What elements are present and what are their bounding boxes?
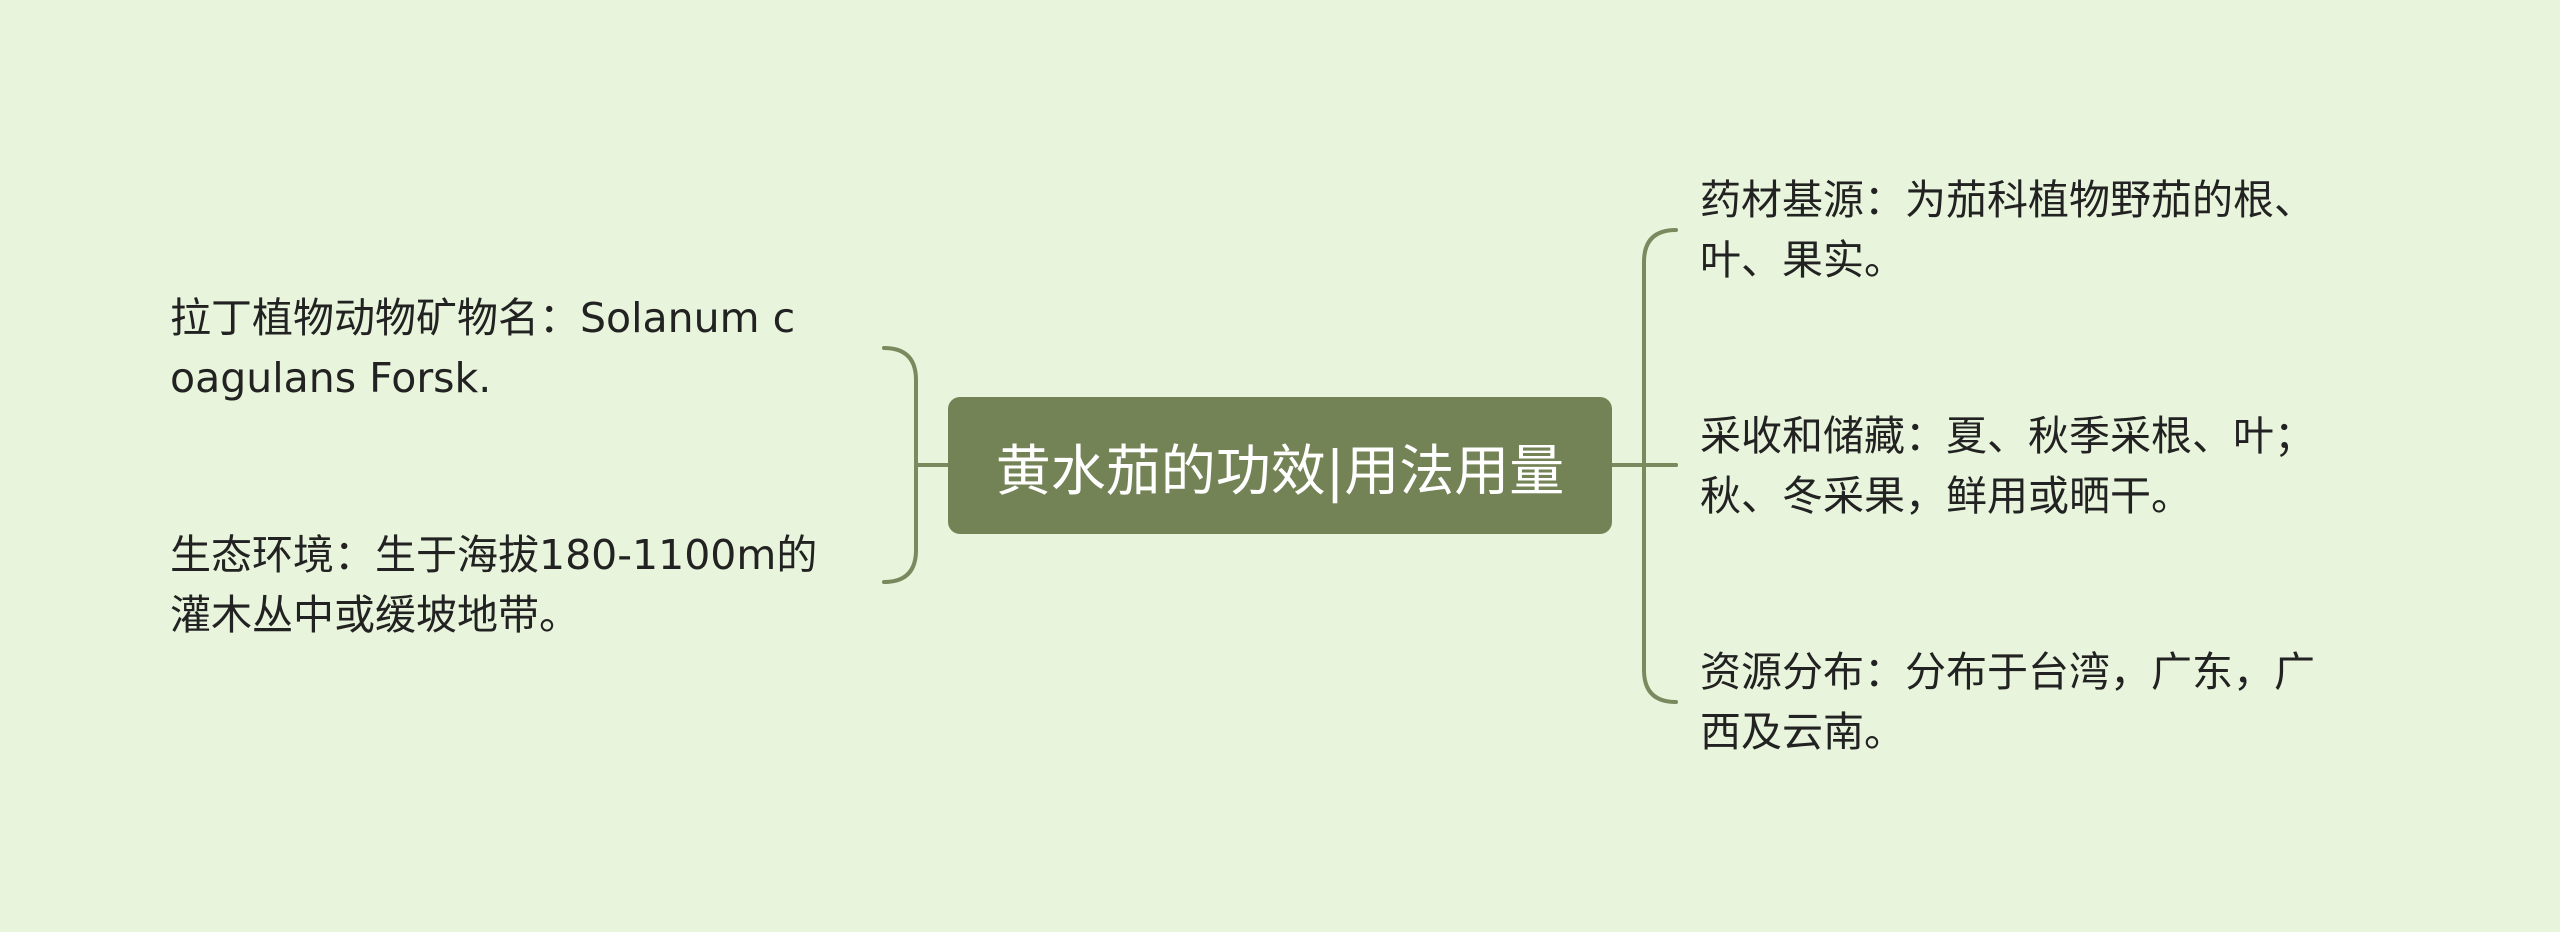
left-node-latin-name-line-2: oagulans Forsk. [170,354,492,402]
left-node-latin-name[interactable]: 拉丁植物动物矿物名：Solanum c oagulans Forsk. [170,288,890,408]
right-node-distribution[interactable]: 资源分布：分布于台湾，广东，广 西及云南。 [1700,642,2420,762]
left-node-habitat[interactable]: 生态环境：生于海拔180-1100m的 灌木丛中或缓坡地带。 [170,525,890,645]
right-node-source[interactable]: 药材基源：为茄科植物野茄的根、 叶、果实。 [1700,170,2420,290]
right-node-distribution-line-1: 资源分布：分布于台湾，广东，广 [1700,648,2315,696]
left-connector-bracket [882,346,918,584]
right-node-source-line-2: 叶、果实。 [1700,236,1905,284]
left-node-latin-name-line-1: 拉丁植物动物矿物名：Solanum c [170,294,796,342]
left-node-habitat-line-1: 生态环境：生于海拔180-1100m的 [170,531,818,579]
right-node-harvest-storage-line-2: 秋、冬采果，鲜用或晒干。 [1700,472,2192,520]
left-node-habitat-line-2: 灌木丛中或缓坡地带。 [170,591,580,639]
right-node-harvest-storage[interactable]: 采收和储藏：夏、秋季采根、叶； 秋、冬采果，鲜用或晒干。 [1700,406,2420,526]
right-node-source-line-1: 药材基源：为茄科植物野茄的根、 [1700,176,2315,224]
center-topic-title: 黄水茄的功效|用法用量 [995,438,1565,503]
right-node-harvest-storage-line-1: 采收和储藏：夏、秋季采根、叶； [1700,412,2315,460]
center-topic-node[interactable]: 黄水茄的功效|用法用量 [948,397,1612,534]
right-node-distribution-line-2: 西及云南。 [1700,708,1905,756]
